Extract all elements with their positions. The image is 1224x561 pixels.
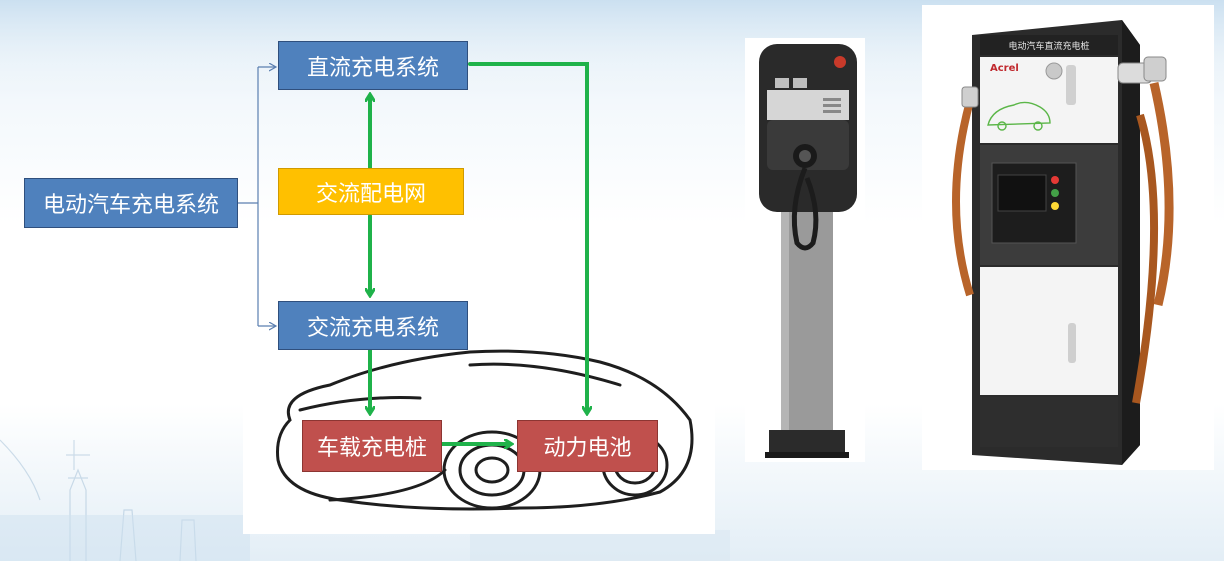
ac-charging-pile-photo <box>745 38 865 462</box>
node-onboard-charger: 车载充电桩 <box>302 420 442 472</box>
acrel-logo: Acrel <box>990 63 1019 74</box>
node-ac-distribution-grid: 交流配电网 <box>278 168 464 215</box>
bracket-lines <box>238 67 276 326</box>
dc-charging-pile-photo: 电动汽车直流充电桩 Acrel <box>922 5 1214 470</box>
arrow-dc-to-battery <box>468 62 587 412</box>
node-power-battery: 动力电池 <box>517 420 658 472</box>
node-ac-charging-system: 交流充电系统 <box>278 301 468 350</box>
dc-pile-panel-title: 电动汽车直流充电桩 <box>1008 40 1089 52</box>
node-dc-charging-system: 直流充电系统 <box>278 41 468 90</box>
node-ev-charging-system: 电动汽车充电系统 <box>24 178 238 228</box>
